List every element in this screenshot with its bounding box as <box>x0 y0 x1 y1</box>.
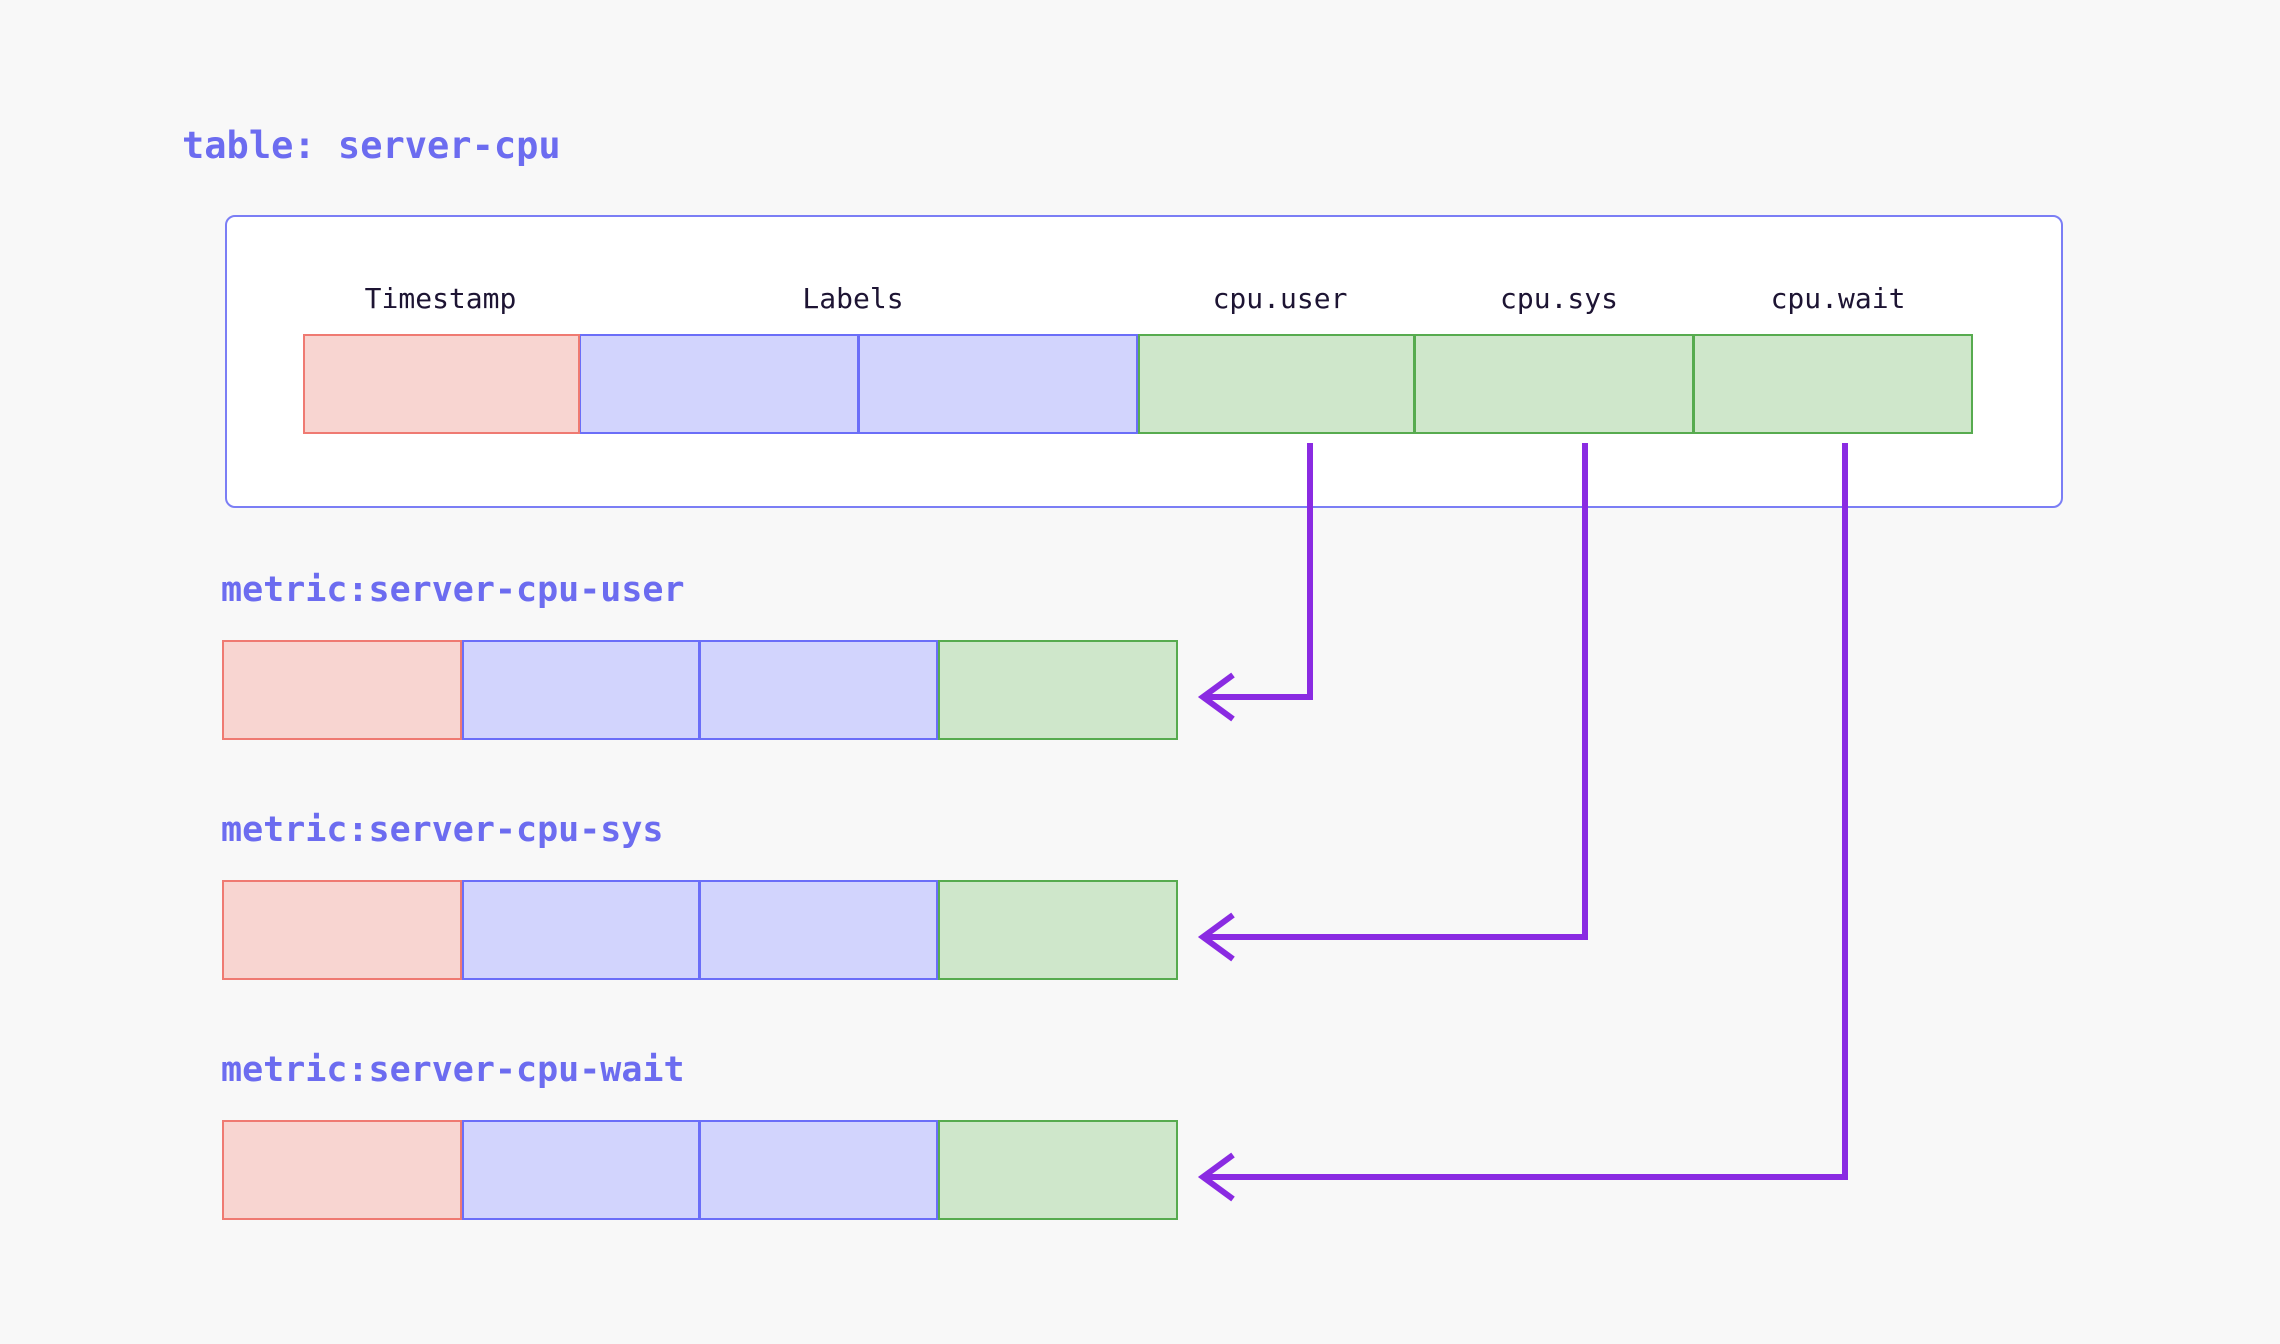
column-header-timestamp: Timestamp <box>364 282 517 315</box>
metric-cell-labels-2 <box>700 1120 938 1220</box>
metric-cell-timestamp <box>222 1120 462 1220</box>
metric-row-server-cpu-user <box>222 640 1178 740</box>
arrowhead-cpu-user <box>1197 672 1235 722</box>
metric-cell-labels-1 <box>462 1120 700 1220</box>
metric-cell-labels-1 <box>462 880 700 980</box>
column-header-cpu-wait: cpu.wait <box>1770 282 1906 315</box>
table-row <box>303 334 1973 434</box>
table-cell-labels-1 <box>580 334 859 434</box>
connector-cpu-sys <box>1205 443 1588 940</box>
metric-title-server-cpu-wait: metric:server-cpu-wait <box>221 1050 685 1090</box>
table-cell-cpu-user <box>1138 334 1415 434</box>
connector-cpu-wait <box>1205 443 1848 1180</box>
metric-title-server-cpu-user: metric:server-cpu-user <box>221 570 685 610</box>
column-header-cpu-sys: cpu.sys <box>1499 282 1618 315</box>
metric-cell-value <box>938 1120 1178 1220</box>
metric-row-server-cpu-wait <box>222 1120 1178 1220</box>
table-cell-cpu-sys <box>1415 334 1694 434</box>
arrowhead-cpu-wait <box>1197 1152 1235 1202</box>
arrowhead-cpu-sys <box>1197 912 1235 962</box>
metric-cell-labels-2 <box>700 640 938 740</box>
metric-cell-timestamp <box>222 640 462 740</box>
metric-row-server-cpu-sys <box>222 880 1178 980</box>
metric-cell-timestamp <box>222 880 462 980</box>
table-cell-labels-2 <box>859 334 1138 434</box>
table-cell-cpu-wait <box>1694 334 1973 434</box>
metric-cell-labels-2 <box>700 880 938 980</box>
table-cell-timestamp <box>303 334 580 434</box>
table-title: table: server-cpu <box>182 124 561 167</box>
metric-cell-value <box>938 640 1178 740</box>
metric-cell-value <box>938 880 1178 980</box>
column-header-labels: Labels <box>802 282 904 315</box>
column-header-cpu-user: cpu.user <box>1212 282 1348 315</box>
metric-cell-labels-1 <box>462 640 700 740</box>
metric-title-server-cpu-sys: metric:server-cpu-sys <box>221 810 664 850</box>
